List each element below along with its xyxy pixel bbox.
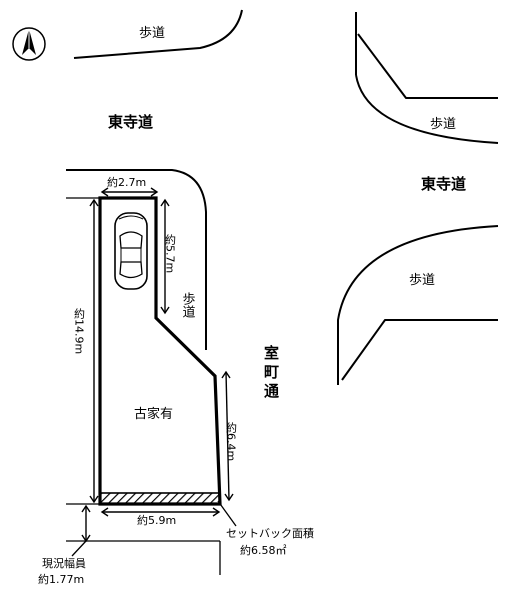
car-icon bbox=[114, 212, 148, 290]
dimension-top-width bbox=[100, 187, 159, 197]
dimension-top-width-label: 約2.7m bbox=[107, 175, 146, 189]
setback-leader bbox=[217, 500, 237, 527]
dimension-bottom-width-label: 約5.9m bbox=[137, 513, 176, 527]
road-width-value: 約1.77m bbox=[38, 572, 84, 586]
block-top-right bbox=[355, 12, 499, 144]
dimension-road-width bbox=[66, 503, 221, 575]
dimension-parking-depth bbox=[160, 198, 170, 315]
block-middle-right bbox=[337, 225, 499, 385]
road-label-muromachi: 室町通 bbox=[262, 344, 280, 402]
road-label-higashi-west: 東寺道 bbox=[108, 113, 153, 131]
road-width-title: 現況幅員 bbox=[42, 556, 86, 570]
setback-value: 約6.58㎡ bbox=[240, 543, 287, 557]
svg-text:室町通: 室町通 bbox=[262, 344, 280, 402]
dimension-lower-side bbox=[221, 370, 234, 502]
block-left-corner bbox=[66, 169, 207, 350]
road-label-higashi-east: 東寺道 bbox=[421, 175, 466, 193]
dimension-lower-side-label: 約6.4m bbox=[225, 421, 238, 462]
sidewalk-label-upper-right: 歩道 bbox=[430, 117, 456, 132]
dimension-total-depth bbox=[89, 198, 99, 504]
dimension-bottom-width bbox=[100, 507, 221, 517]
setback-area bbox=[99, 492, 221, 505]
sidewalk-label-top: 歩道 bbox=[139, 26, 165, 41]
sidewalk-label-right: 歩道 bbox=[409, 273, 435, 288]
dimension-total-depth-label: 約14.9m bbox=[73, 307, 86, 355]
north-arrow-icon bbox=[12, 27, 46, 61]
sidewalk-label-vertical: 歩道 bbox=[180, 292, 196, 318]
house-label: 古家有 bbox=[134, 406, 173, 422]
setback-title: セットバック面積 bbox=[226, 526, 314, 540]
block-top-left bbox=[73, 9, 243, 59]
dimension-parking-depth-label: 約5.7m bbox=[164, 233, 177, 274]
